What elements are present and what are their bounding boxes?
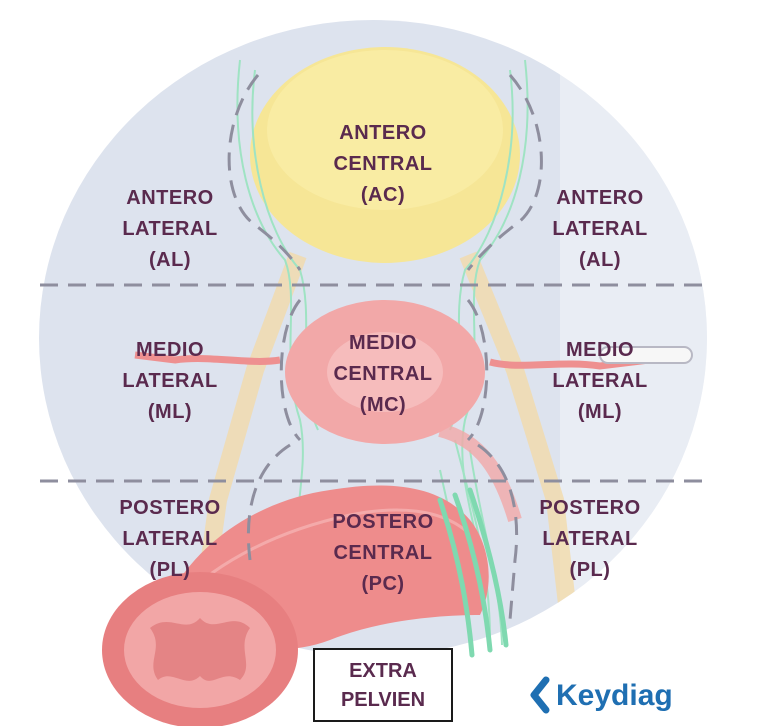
compartment-borders [40,74,706,621]
label-postero-central: POSTERO CENTRAL (PC) [332,511,434,595]
label-antero-lateral-left: ANTERO LATERAL (AL) [122,187,218,271]
label-antero-central: ANTERO CENTRAL (AC) [333,122,433,206]
label-medio-lateral-right: MEDIO LATERAL (ML) [552,339,648,423]
brand-name: Keydiag [556,679,673,712]
nerve-endings [437,487,509,658]
keydiag-brand: Keydiag [528,676,673,716]
label-medio-central: MEDIO CENTRAL (MC) [333,332,433,416]
label-postero-lateral-left: POSTERO LATERAL (PL) [119,497,221,581]
label-medio-lateral-left: MEDIO LATERAL (ML) [122,339,218,423]
uterus [134,300,693,523]
extra-pelvien-box: EXTRA PELVIEN [313,648,453,722]
keydiag-logo-icon [530,676,550,714]
label-postero-lateral-right: POSTERO LATERAL (PL) [539,497,641,581]
label-antero-lateral-right: ANTERO LATERAL (AL) [552,187,648,271]
